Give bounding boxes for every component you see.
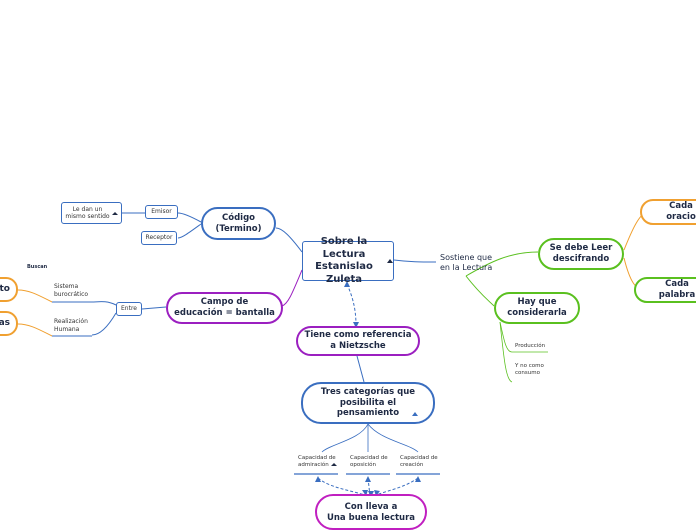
link-sostiene-hayque (465, 275, 495, 307)
link-central-campo (281, 269, 303, 307)
link-entre-sistema (91, 301, 117, 306)
left-edge-label-1: to (0, 283, 10, 294)
campo-node[interactable]: Campo de educación = bantalla (166, 292, 283, 324)
entre-node[interactable]: Entre (116, 302, 142, 316)
buscan-text: Buscan (27, 264, 48, 270)
codigo-node[interactable]: Código (Termino) (201, 207, 276, 240)
y-no-como-text: Y no como consumo (515, 363, 544, 377)
link-central-sostiene (393, 259, 437, 263)
conlleva-node[interactable]: Con lleva a Una buena lectura (315, 494, 427, 530)
emisor-label: Emisor (151, 208, 172, 216)
codigo-label: Código (Termino) (215, 212, 262, 234)
central-topic-node[interactable]: Sobre la Lectura Estanislao Zuleta (302, 236, 394, 285)
cap2-text: Capacidad de oposición (350, 455, 388, 469)
cada-palabra-node[interactable]: Cada palabra (634, 277, 696, 303)
arrow-cap2 (365, 476, 371, 482)
link-central-codigo (275, 227, 303, 253)
cada-oracion-label: Cada oracio (666, 201, 696, 222)
arrow-tiene-down (353, 322, 359, 328)
cap1-text: Capacidad de admiración (298, 455, 337, 469)
link-sistema-left (17, 289, 53, 303)
link-sostiene-sedebe (465, 251, 539, 277)
entre-label: Entre (121, 305, 137, 313)
link-hayque-produccion (499, 321, 513, 353)
link-cap1-conlleva (317, 477, 369, 497)
cap1-label: Capacidad de admiración (298, 455, 336, 469)
link-codigo-emisor (177, 212, 202, 223)
arrow-cap3 (415, 476, 421, 482)
tres-label: Tres categorías que posibilita el pensam… (320, 387, 416, 419)
emisor-node[interactable]: Emisor (145, 205, 178, 219)
link-codigo-receptor (177, 223, 202, 239)
collapse-icon (412, 412, 418, 416)
link-central-tiene (346, 283, 357, 327)
link-hayque-ynocomo (499, 321, 513, 383)
campo-label: Campo de educación = bantalla (174, 297, 275, 318)
tres-node[interactable]: Tres categorías que posibilita el pensam… (301, 382, 435, 424)
produccion-text: Producción (515, 343, 546, 349)
receptor-label: Receptor (145, 234, 173, 242)
receptor-node[interactable]: Receptor (141, 231, 177, 245)
arrow-cap1 (315, 476, 321, 482)
collapse-icon (387, 259, 393, 263)
cada-oracion-node[interactable]: Cada oracio (640, 199, 696, 225)
le-dan-node[interactable]: Le dan un mismo sentido (61, 202, 122, 224)
cap3-text: Capacidad de creación (400, 455, 438, 469)
collapse-icon (111, 211, 118, 215)
realizacion-text: Realización Humana (54, 318, 88, 333)
hay-que-label: Hay que considerarla (507, 297, 567, 318)
left-edge-label-2: as (0, 317, 10, 328)
left-edge-node-2[interactable]: as (0, 311, 18, 336)
le-dan-label: Le dan un mismo sentido (65, 205, 110, 221)
conlleva-label: Con lleva a Una buena lectura (326, 502, 416, 523)
collapse-icon (330, 463, 337, 467)
se-debe-label: Se debe Leer descifrando (549, 243, 613, 264)
link-tiene-tres (356, 355, 365, 383)
tiene-label: Tiene como referencia a Nietzsche (304, 330, 412, 351)
tiene-node[interactable]: Tiene como referencia a Nietzsche (296, 326, 420, 356)
sostiene-text: Sostiene que en la Lectura (440, 253, 493, 273)
link-campo-entre (141, 306, 167, 310)
hay-que-node[interactable]: Hay que considerarla (494, 292, 580, 324)
cada-palabra-label: Cada palabra (658, 279, 696, 300)
link-tres-cap3 (367, 423, 419, 453)
central-topic-label: Sobre la Lectura Estanislao Zuleta (315, 236, 373, 285)
link-entre-realizacion (91, 312, 117, 336)
sistema-text: Sistema burocrático (54, 283, 89, 298)
arrow-central-up (344, 281, 350, 287)
left-edge-node-1[interactable]: to (0, 277, 18, 302)
se-debe-node[interactable]: Se debe Leer descifrando (538, 238, 624, 270)
link-realizacion-left (17, 323, 53, 337)
link-tres-cap1 (321, 423, 369, 453)
